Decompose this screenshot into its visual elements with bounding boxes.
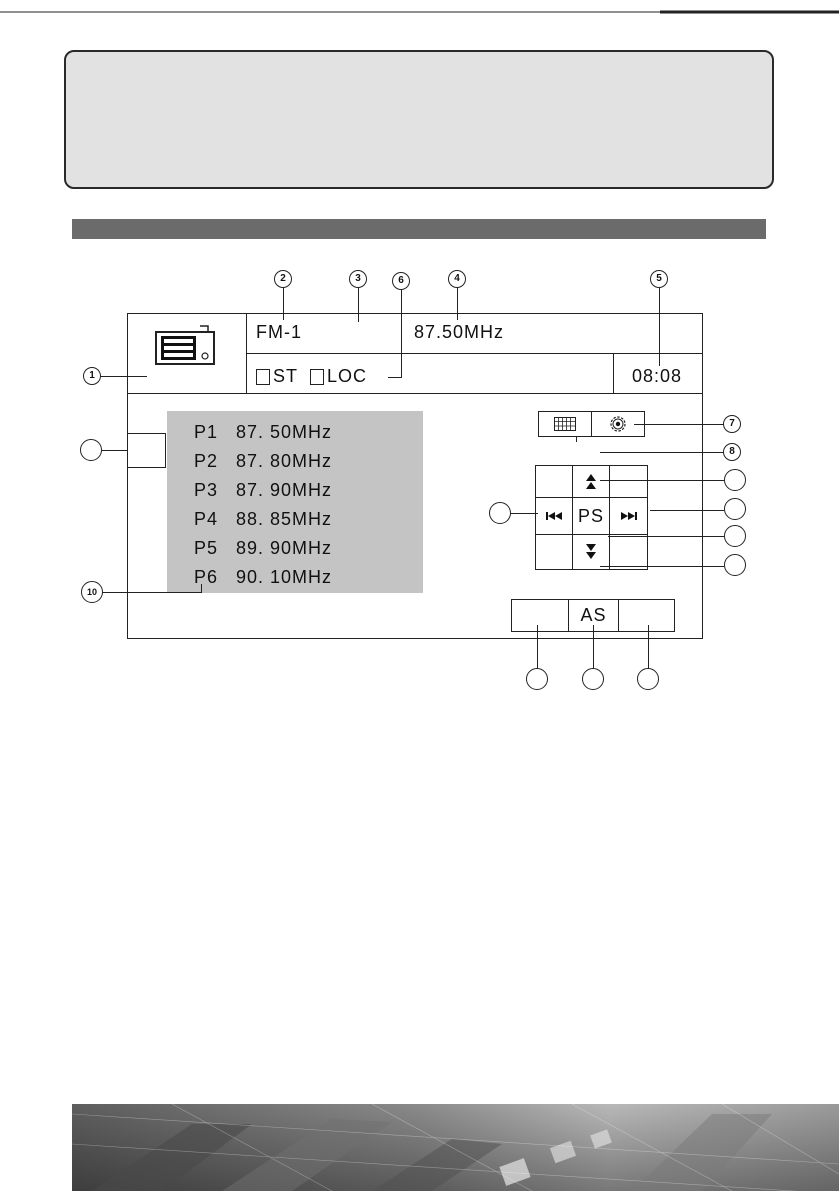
clock-display: 08:08 (632, 366, 683, 386)
previous-button[interactable] (535, 497, 573, 535)
seek-up-button[interactable] (572, 465, 610, 498)
leader-line (510, 513, 538, 515)
callout-blank-previous (489, 502, 511, 524)
callout-6: 6 (392, 272, 410, 290)
leader-line (593, 625, 595, 669)
loc-label: LOC (327, 366, 368, 386)
skip-previous-icon (546, 512, 562, 520)
callout-blank-ps (724, 525, 746, 547)
callout-3: 3 (349, 270, 367, 288)
leader-line (600, 452, 724, 454)
source-divider (246, 314, 247, 394)
bottom-right-button[interactable] (618, 599, 675, 632)
leader-line (659, 286, 661, 366)
double-down-arrow-icon (586, 544, 596, 559)
callout-5: 5 (650, 270, 668, 288)
callout-blank-as (582, 668, 604, 690)
st-checkbox[interactable] (256, 368, 270, 385)
nav-pad-cell (535, 465, 573, 498)
seek-down-button[interactable] (572, 534, 610, 570)
leader-line (537, 625, 539, 669)
leader-line (457, 286, 459, 320)
radio-icon[interactable] (154, 318, 216, 366)
callout-blank-bottom-left (526, 668, 548, 690)
callout-8: 8 (723, 443, 741, 461)
bottom-left-button[interactable] (511, 599, 569, 632)
callout-4: 4 (448, 270, 466, 288)
leader-line (650, 510, 724, 512)
callout-blank-seek-up (724, 469, 746, 491)
callout-blank-left (80, 439, 102, 461)
next-button[interactable] (609, 497, 648, 535)
gear-icon (610, 416, 626, 432)
st-label: ST (273, 366, 299, 386)
nav-pad-cell (609, 534, 648, 570)
callout-7: 7 (723, 415, 741, 433)
leader-line (634, 424, 724, 426)
leader-line (388, 377, 402, 379)
decorative-footer-image (72, 1104, 839, 1191)
clock-divider (613, 354, 614, 394)
crop-mark (0, 10, 839, 14)
leader-line (608, 536, 724, 538)
leader-line (102, 450, 128, 452)
loc-indicator[interactable]: LOC (310, 366, 367, 387)
leader-line (101, 376, 147, 378)
callout-2: 2 (274, 270, 292, 288)
leader-line (358, 286, 360, 322)
preset-scan-label: PS (577, 505, 604, 526)
notice-box (64, 50, 774, 189)
leader-line (600, 480, 724, 482)
leader-line (102, 592, 202, 594)
band-label: FM-1 (256, 322, 302, 342)
header-divider-bottom (128, 393, 702, 394)
frequency-display: 87.50MHz (414, 322, 505, 342)
leader-line (600, 566, 724, 568)
keypad-grid-icon (554, 417, 576, 431)
auto-store-label: AS (580, 605, 607, 625)
leader-line (576, 436, 578, 442)
leader-line (201, 584, 203, 593)
callout-10: 10 (81, 581, 103, 603)
section-header-bar (72, 219, 766, 239)
double-up-arrow-icon (586, 473, 596, 489)
header-divider-top (246, 353, 702, 354)
keypad-grid-button[interactable] (538, 411, 592, 437)
leader-line (283, 286, 285, 320)
callout-blank-next (724, 498, 746, 520)
skip-next-icon (620, 512, 637, 520)
leader-line (648, 625, 650, 669)
callout-blank-seek-down (724, 554, 746, 576)
callout-1: 1 (83, 367, 101, 385)
nav-pad-cell (609, 465, 648, 498)
preset-page-box[interactable] (128, 433, 166, 468)
leader-line (401, 289, 403, 377)
preset-scan-button[interactable]: PS (572, 497, 610, 535)
loc-checkbox[interactable] (310, 368, 324, 385)
callout-blank-bottom-right (637, 668, 659, 690)
nav-pad-cell (535, 534, 573, 570)
st-indicator[interactable]: ST (256, 366, 298, 387)
